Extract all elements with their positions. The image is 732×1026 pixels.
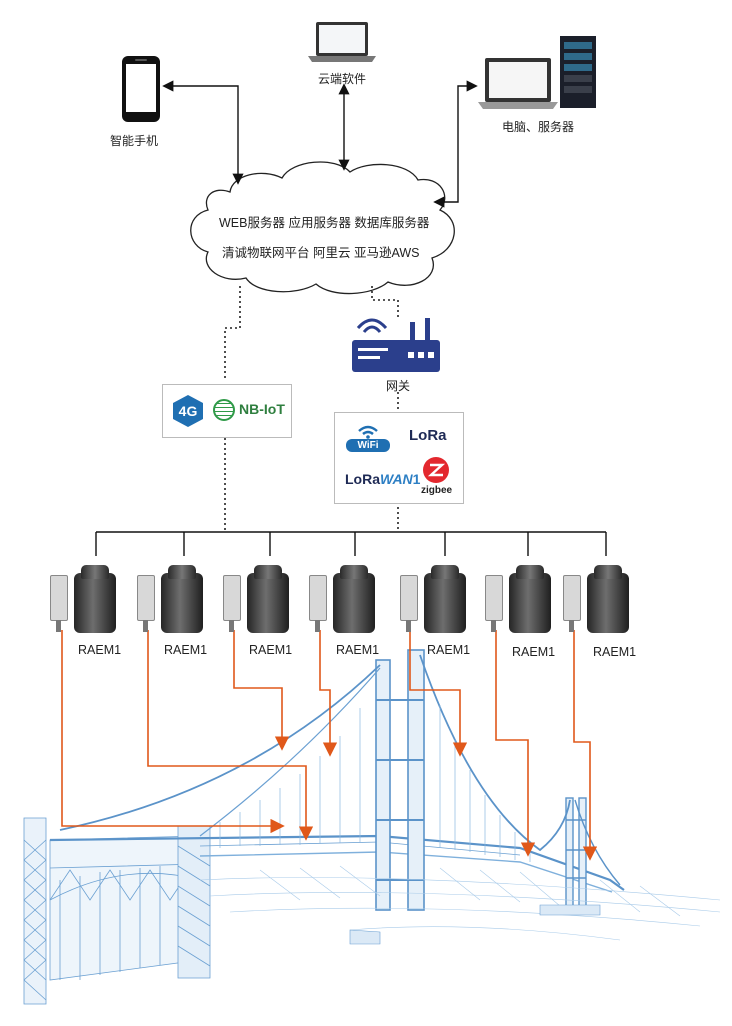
cloud-software-label: 云端软件 (318, 72, 367, 86)
sensor-unit (223, 565, 293, 635)
cloud-line-2: 清诚物联网平台 阿里云 亚马逊AWS (222, 246, 420, 260)
4g-icon: 4G (173, 395, 203, 427)
computer-icon (478, 58, 558, 109)
smartphone-icon (122, 56, 160, 122)
sensor-unit (563, 565, 633, 635)
router-icon (352, 318, 440, 372)
sensor-unit (309, 565, 379, 635)
wireless-protocol-box: WiFi LoRa LoRaWAN1 zigbee (334, 412, 464, 504)
sensor-label: RAEM1 (512, 645, 556, 659)
pc-server-label: 电脑、服务器 (502, 120, 575, 134)
sensor-unit (137, 565, 207, 635)
sensor-label: RAEM1 (78, 643, 122, 657)
smartphone-label: 智能手机 (110, 134, 159, 148)
laptop-icon (308, 22, 376, 62)
sensor-unit (400, 565, 470, 635)
server-icon (560, 36, 596, 108)
cloud-line-1: WEB服务器 应用服务器 数据库服务器 (219, 216, 430, 230)
sensor-label: RAEM1 (593, 645, 637, 659)
gateway-label: 网关 (386, 379, 411, 393)
nbiot-label: NB-IoT (239, 401, 285, 417)
bridge-illustration (23, 649, 721, 1005)
sensor-label: RAEM1 (249, 643, 293, 657)
sensor-label: RAEM1 (164, 643, 208, 657)
lorawan-label-b: WAN (380, 471, 413, 487)
lorawan-logo: LoRaWAN1 (345, 471, 420, 487)
sensor-label: RAEM1 (427, 643, 471, 657)
sensor-label: RAEM1 (336, 643, 380, 657)
wifi-label: WiFi (357, 440, 379, 451)
wifi-icon: WiFi (345, 421, 391, 453)
lorawan-mark-icon: 1 (412, 471, 421, 487)
sensor-unit (50, 565, 120, 635)
cellular-module-box: 4G NB-IoT (162, 384, 292, 438)
zigbee-label: zigbee (421, 485, 453, 496)
sensor-unit (485, 565, 555, 635)
nbiot-globe-icon (213, 399, 235, 421)
lorawan-label-a: LoRa (345, 471, 380, 487)
zigbee-icon (423, 457, 449, 483)
lora-label: LoRa (409, 427, 447, 444)
